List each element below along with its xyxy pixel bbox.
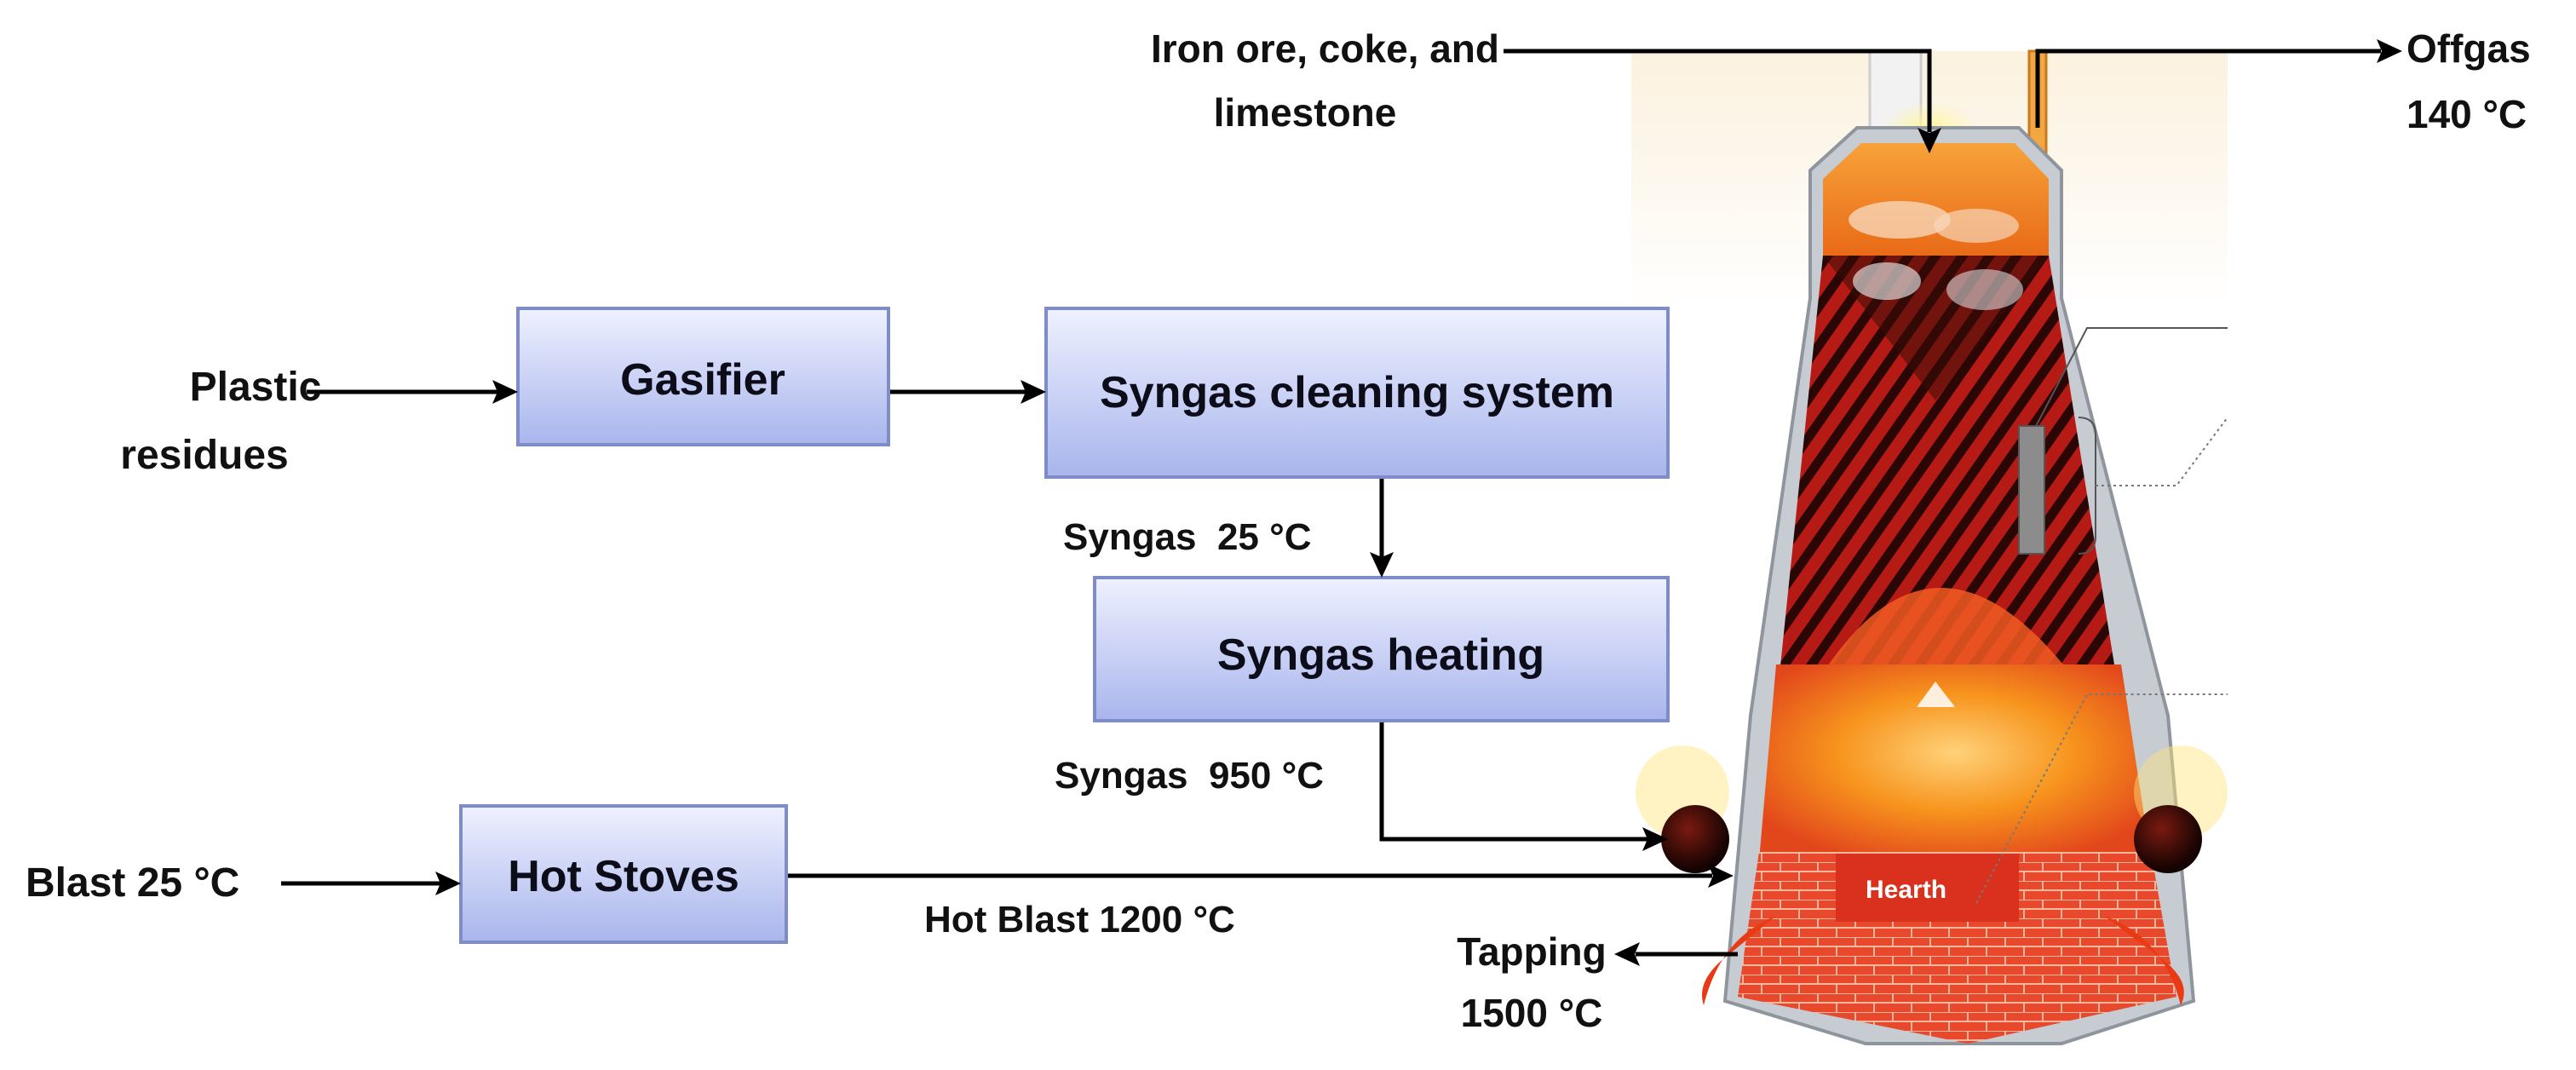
syngas-cold-label: Syngas 25 °C: [1063, 516, 1312, 558]
tuyere-right: [2134, 745, 2228, 873]
flow-arrows: [281, 49, 2381, 957]
syngas-hot-label: Syngas 950 °C: [1055, 755, 1324, 797]
box-syngas-heating-label: Syngas heating: [1217, 630, 1544, 680]
callout-line-upper: [2031, 327, 2228, 435]
arrowhead-charge: [1918, 128, 1941, 153]
box-hot-stoves: Hot Stoves: [459, 804, 788, 944]
box-syngas-heating: Syngas heating: [1093, 576, 1670, 722]
offgas-label-line1: Offgas: [2406, 26, 2531, 71]
hearth-panel: [1836, 854, 2019, 922]
box-syngas-cleaning: Syngas cleaning system: [1044, 307, 1670, 479]
furnace-stack: [1776, 256, 2121, 707]
blast-input-label: Blast 25 °C: [26, 860, 239, 906]
tuyere-left: [1636, 745, 1729, 873]
hearth-label: Hearth: [1866, 876, 1946, 904]
blast-furnace-illustration: Hearth: [1631, 49, 2228, 1045]
arrow-offgas: [2035, 49, 2381, 128]
arrow-charge-feed: [1504, 49, 1932, 132]
arrowhead-blast: [435, 872, 461, 895]
tapping-label-line2: 1500 °C: [1461, 991, 1603, 1035]
charge-label-line2: limestone: [1214, 90, 1397, 135]
callout-dotted-hearth: [1975, 693, 2228, 904]
arrowhead-heating: [1642, 827, 1668, 851]
probe: [2018, 425, 2045, 555]
callout-dotted-upper: [2096, 417, 2228, 486]
furnace-bosh: [1759, 664, 2151, 860]
arrow-heating-to-furnace: [1379, 722, 1648, 842]
tapping-label-line1: Tapping: [1457, 929, 1606, 974]
arrowheads: [435, 39, 2402, 966]
arrowhead-plastic: [492, 380, 518, 404]
box-gasifier-label: Gasifier: [620, 355, 785, 405]
plastic-residues-label-line2: residues: [120, 433, 288, 478]
hot-blast-label: Hot Blast 1200 °C: [924, 899, 1235, 941]
box-syngas-cleaning-label: Syngas cleaning system: [1100, 368, 1614, 417]
cohesive-zone: [1823, 588, 2070, 673]
arrowhead-cleaning: [1370, 552, 1394, 578]
box-hot-stoves-label: Hot Stoves: [508, 852, 739, 901]
offgas-label-line2: 140 °C: [2406, 92, 2527, 136]
arrowhead-tapping: [1614, 942, 1640, 966]
plastic-residues-label-line1: Plastic: [190, 365, 322, 410]
arrowhead-offgas: [2377, 39, 2402, 63]
charge-label-line1: Iron ore, coke, and: [1151, 26, 1499, 71]
arrowhead-hot-blast: [1708, 864, 1734, 888]
arrowhead-gasifier: [1021, 380, 1046, 404]
furnace-throat: [1823, 143, 2049, 256]
box-gasifier: Gasifier: [516, 307, 890, 446]
